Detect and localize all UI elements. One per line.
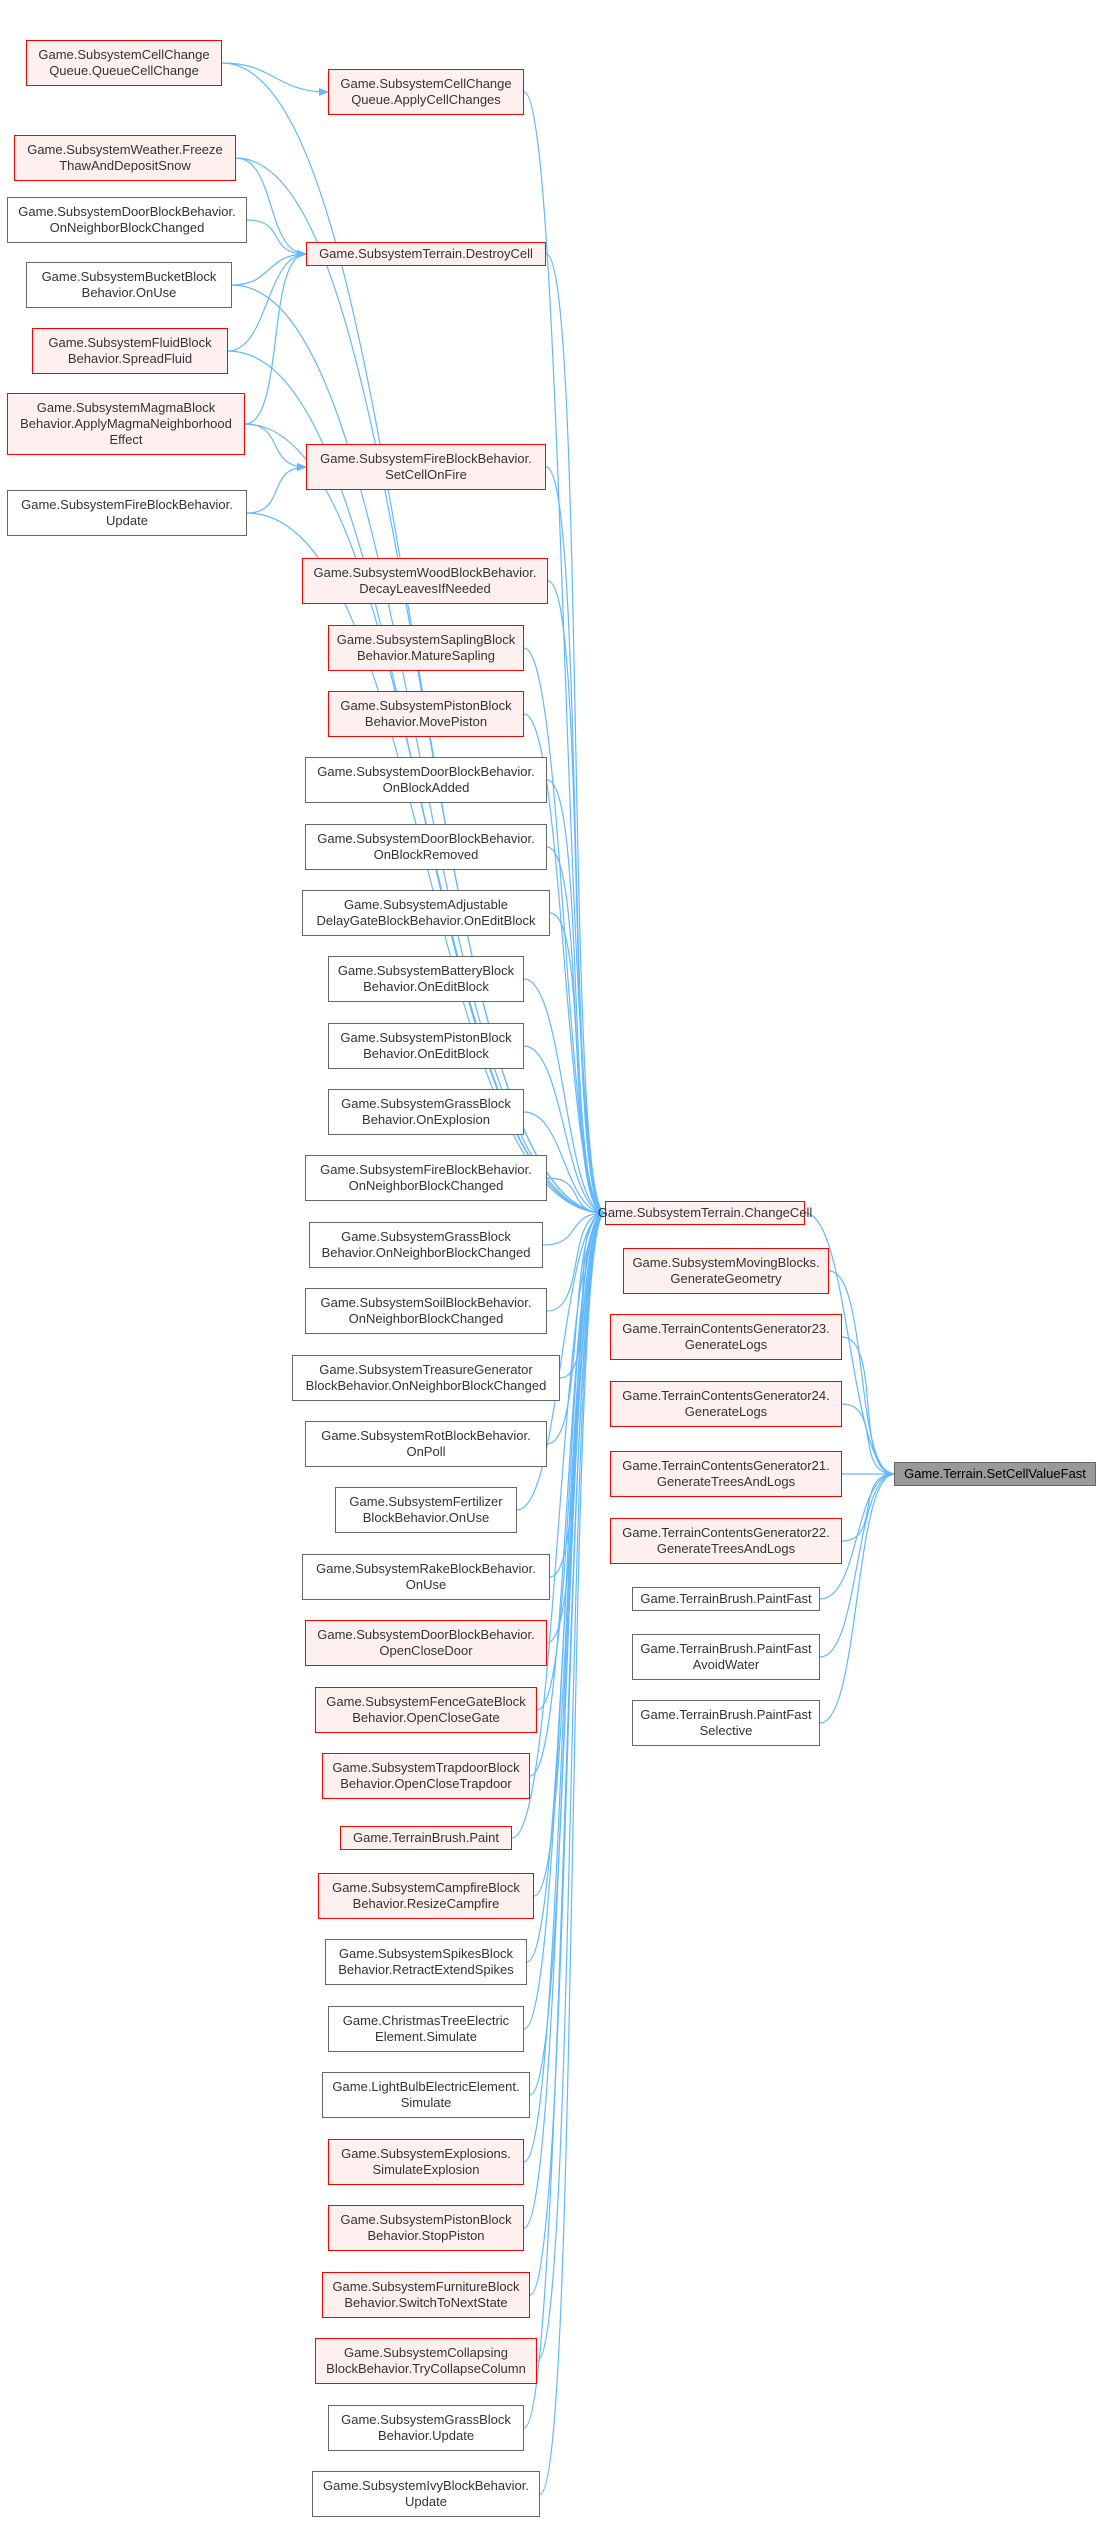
node-grass-explosion[interactable]: Game.SubsystemGrassBlock Behavior.OnExpl… <box>328 1089 524 1135</box>
edge-destroycell-to-changecell <box>545 253 606 1217</box>
node-trapdoor-openclose[interactable]: Game.SubsystemTrapdoorBlock Behavior.Ope… <box>322 1753 530 1799</box>
node-xmas-simulate[interactable]: Game.ChristmasTreeElectric Element.Simul… <box>328 2006 524 2052</box>
node-root: Game.Terrain.SetCellValueFast <box>894 1462 1096 1486</box>
edge-gen22-to-root <box>841 1470 895 1542</box>
node-fluid-spread[interactable]: Game.SubsystemFluidBlock Behavior.Spread… <box>32 328 228 374</box>
node-piston-stop[interactable]: Game.SubsystemPistonBlock Behavior.StopP… <box>328 2205 524 2251</box>
edge-movingblocks-to-root <box>828 1270 895 1478</box>
node-door-openclose[interactable]: Game.SubsystemDoorBlockBehavior. OpenClo… <box>305 1620 547 1666</box>
node-fire-update[interactable]: Game.SubsystemFireBlockBehavior. Update <box>7 490 247 536</box>
node-door-onblockremoved[interactable]: Game.SubsystemDoorBlockBehavior. OnBlock… <box>305 824 547 870</box>
edge-fertilizer-to-changecell <box>516 1209 606 1511</box>
edge-woodleaves-to-changecell <box>547 580 606 1217</box>
node-brush-paintfast-selective[interactable]: Game.TerrainBrush.PaintFast Selective <box>632 1700 820 1746</box>
edge-battery-to-changecell <box>523 978 606 1217</box>
node-door-onblockadded[interactable]: Game.SubsystemDoorBlockBehavior. OnBlock… <box>305 757 547 803</box>
node-setcellonfire[interactable]: Game.SubsystemFireBlockBehavior. SetCell… <box>306 444 546 490</box>
edge-ivyupdate-to-changecell <box>539 1209 606 2495</box>
edge-paintselective-to-root <box>819 1470 895 1724</box>
edge-magma-to-destroycell <box>244 250 307 425</box>
node-gen21-trees[interactable]: Game.TerrainContentsGenerator21. Generat… <box>610 1451 842 1497</box>
node-fertilizer-onuse[interactable]: Game.SubsystemFertilizer BlockBehavior.O… <box>335 1487 517 1533</box>
node-movingblocks-geometry[interactable]: Game.SubsystemMovingBlocks. GenerateGeom… <box>623 1248 829 1294</box>
edge-brushpaint-to-changecell <box>511 1209 606 1839</box>
node-door-neighbor-left[interactable]: Game.SubsystemDoorBlockBehavior. OnNeigh… <box>7 197 247 243</box>
edge-bucket-to-destroycell <box>231 250 307 286</box>
node-wood-decayleaves[interactable]: Game.SubsystemWoodBlockBehavior. DecayLe… <box>302 558 548 604</box>
node-treasure-neighborchanged[interactable]: Game.SubsystemTreasureGenerator BlockBeh… <box>292 1355 560 1401</box>
edge-paintavoid-to-root <box>819 1470 895 1658</box>
node-ivy-update[interactable]: Game.SubsystemIvyBlockBehavior. Update <box>312 2471 540 2517</box>
node-applycellchanges[interactable]: Game.SubsystemCellChange Queue.ApplyCell… <box>328 69 524 115</box>
edge-magma-to-setcellonfire <box>244 423 307 471</box>
edge-soilneighbor-to-changecell <box>546 1209 606 1312</box>
node-gen23-logs[interactable]: Game.TerrainContentsGenerator23. Generat… <box>610 1314 842 1360</box>
edge-xmas-to-changecell <box>523 1209 606 2030</box>
edge-setcellonfire-to-changecell <box>545 466 606 1217</box>
node-queuecellchange[interactable]: Game.SubsystemCellChange Queue.QueueCell… <box>26 40 222 86</box>
edge-gen24-to-root <box>841 1403 895 1478</box>
edge-fireneighbor-to-changecell <box>546 1177 606 1217</box>
node-sapling-mature[interactable]: Game.SubsystemSaplingBlock Behavior.Matu… <box>328 625 524 671</box>
edge-grassneighbor-to-changecell <box>542 1209 606 1246</box>
edge-doorneighbor_l-to-destroycell <box>246 219 307 258</box>
node-brush-paintfast-avoidwater[interactable]: Game.TerrainBrush.PaintFast AvoidWater <box>632 1634 820 1680</box>
node-brush-paint[interactable]: Game.TerrainBrush.Paint <box>340 1826 512 1850</box>
edge-adjdelay-to-changecell <box>549 912 606 1217</box>
node-gen22-trees[interactable]: Game.TerrainContentsGenerator22. Generat… <box>610 1518 842 1564</box>
edge-pistonstop-to-changecell <box>523 1209 606 2229</box>
node-piston-edit[interactable]: Game.SubsystemPistonBlock Behavior.OnEdi… <box>328 1023 524 1069</box>
edge-freeze-to-changecell <box>235 157 606 1217</box>
edge-fluid-to-destroycell <box>227 250 307 352</box>
edge-rotpoll-to-changecell <box>546 1209 606 1445</box>
node-bucket-onuse[interactable]: Game.SubsystemBucketBlock Behavior.OnUse <box>26 262 232 308</box>
node-fire-neighborchanged[interactable]: Game.SubsystemFireBlockBehavior. OnNeigh… <box>305 1155 547 1201</box>
edge-grassexpl-to-changecell <box>523 1111 606 1217</box>
node-freezethaw[interactable]: Game.SubsystemWeather.Freeze ThawAndDepo… <box>14 135 236 181</box>
node-adjustable-delay-edit[interactable]: Game.SubsystemAdjustable DelayGateBlockB… <box>302 890 550 936</box>
node-rot-onpoll[interactable]: Game.SubsystemRotBlockBehavior. OnPoll <box>305 1421 547 1467</box>
node-spikes-retract[interactable]: Game.SubsystemSpikesBlock Behavior.Retra… <box>325 1939 527 1985</box>
edge-pistonedit-to-changecell <box>523 1045 606 1217</box>
node-furniture-switch[interactable]: Game.SubsystemFurnitureBlock Behavior.Sw… <box>322 2272 530 2318</box>
edge-gen23-to-root <box>841 1336 895 1478</box>
edge-grassupdate-to-changecell <box>523 1209 606 2429</box>
node-soil-neighborchanged[interactable]: Game.SubsystemSoilBlockBehavior. OnNeigh… <box>305 1288 547 1334</box>
node-gen24-logs[interactable]: Game.TerrainContentsGenerator24. Generat… <box>610 1381 842 1427</box>
node-explosions-simulate[interactable]: Game.SubsystemExplosions. SimulateExplos… <box>328 2139 524 2185</box>
node-rake-onuse[interactable]: Game.SubsystemRakeBlockBehavior. OnUse <box>302 1554 550 1600</box>
node-piston-move[interactable]: Game.SubsystemPistonBlock Behavior.MoveP… <box>328 691 524 737</box>
node-destroycell[interactable]: Game.SubsystemTerrain.DestroyCell <box>306 242 546 266</box>
edge-trapdoor-to-changecell <box>529 1209 606 1777</box>
node-magma-effect[interactable]: Game.SubsystemMagmaBlock Behavior.ApplyM… <box>7 393 245 455</box>
node-grass-neighborchanged[interactable]: Game.SubsystemGrassBlock Behavior.OnNeig… <box>309 1222 543 1268</box>
edge-fireupdate-to-setcellonfire <box>246 463 307 514</box>
edge-paintfast-to-root <box>819 1470 895 1600</box>
node-fencegate-openclose[interactable]: Game.SubsystemFenceGateBlock Behavior.Op… <box>315 1687 537 1733</box>
node-brush-paintfast[interactable]: Game.TerrainBrush.PaintFast <box>632 1587 820 1611</box>
edge-freeze-to-destroycell <box>235 157 307 258</box>
node-battery-edit[interactable]: Game.SubsystemBatteryBlock Behavior.OnEd… <box>328 956 524 1002</box>
edge-dooradded-to-changecell <box>546 779 606 1217</box>
node-lightbulb-simulate[interactable]: Game.LightBulbElectricElement. Simulate <box>322 2072 530 2118</box>
node-collapsing-try[interactable]: Game.SubsystemCollapsing BlockBehavior.T… <box>315 2338 537 2384</box>
node-campfire-resize[interactable]: Game.SubsystemCampfireBlock Behavior.Res… <box>318 1873 534 1919</box>
edge-queuecell-to-applycell <box>221 62 329 96</box>
node-changecell[interactable]: Game.SubsystemTerrain.ChangeCell <box>598 1201 812 1225</box>
node-grass-update[interactable]: Game.SubsystemGrassBlock Behavior.Update <box>328 2405 524 2451</box>
